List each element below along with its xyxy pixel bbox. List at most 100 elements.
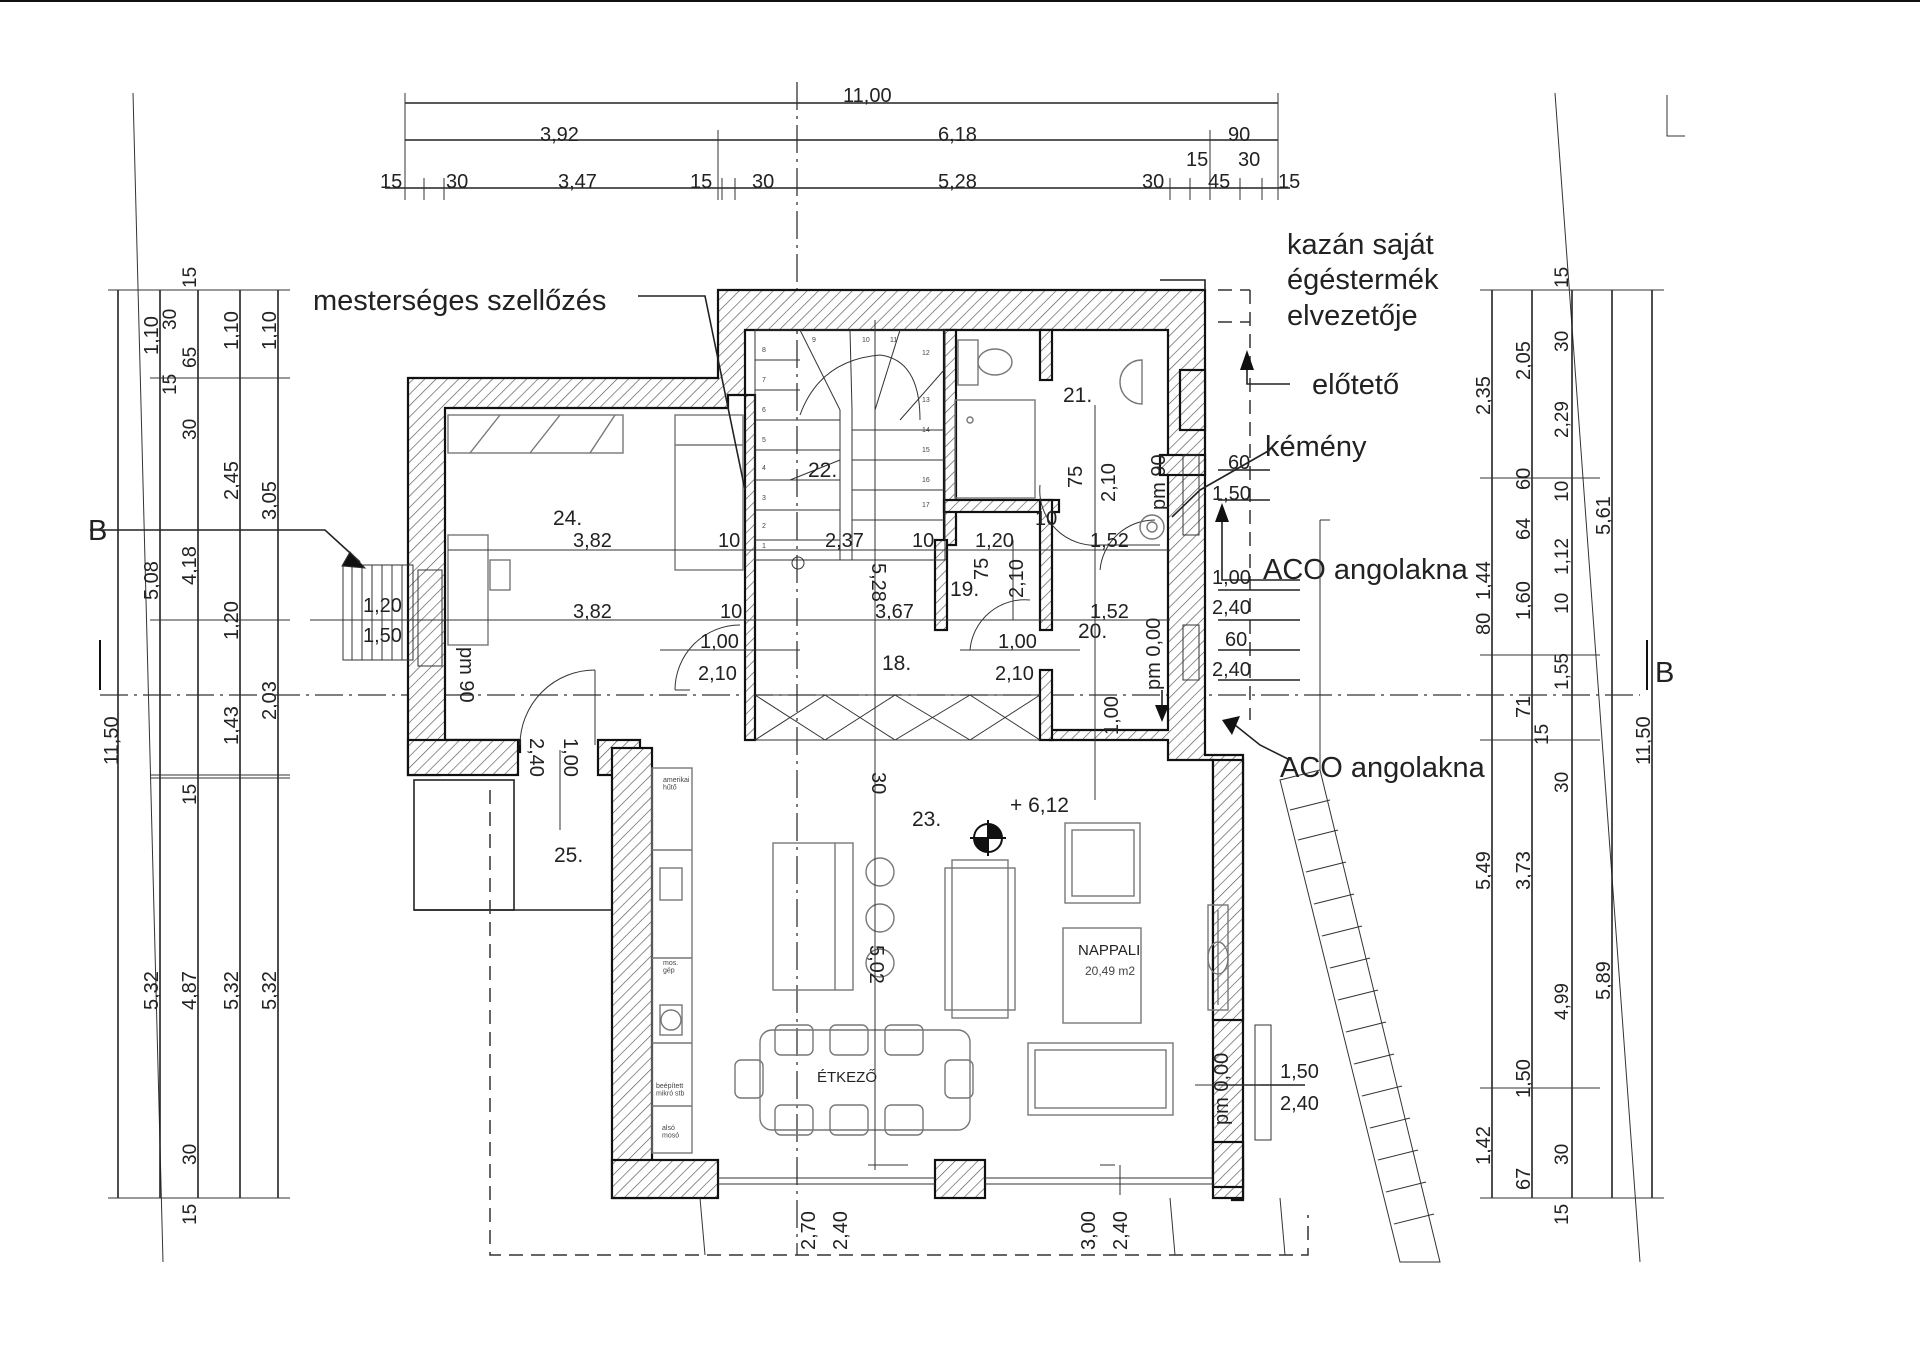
dim-r3-9: 15: [1186, 149, 1208, 171]
axis-label-left: B: [88, 515, 107, 547]
svg-text:pm 90: pm 90: [455, 647, 477, 703]
kitchen-label-2: mos.gép: [663, 960, 678, 975]
svg-text:60: 60: [1225, 629, 1247, 651]
ventilation-leader: [638, 295, 746, 491]
dim-left-2c: 4,87: [179, 971, 201, 1010]
dim-left-2b: 4,18: [179, 546, 201, 585]
dim-right-2f: 3,73: [1513, 851, 1535, 890]
dim-left-5b: 3,05: [259, 481, 281, 520]
svg-text:2,10: 2,10: [698, 663, 737, 685]
dim-right-1d: 5,49: [1473, 851, 1495, 890]
svg-text:10: 10: [912, 530, 934, 552]
svg-text:5,02: 5,02: [865, 945, 887, 984]
dim-r3-1: 30: [446, 171, 468, 193]
svg-text:2,10: 2,10: [1098, 463, 1120, 502]
dim-left-4d: 1,43: [221, 706, 243, 745]
dim-left-1b: 11,50: [101, 716, 123, 765]
dim-top-total: 11,00: [843, 85, 892, 107]
dim-right-2e: 71: [1513, 696, 1535, 718]
svg-text:2,40: 2,40: [830, 1211, 852, 1250]
inner-dimensions: 3,82 10 2,37 10 1,20 10 1,52 3,82 10 3,6…: [310, 320, 1319, 1250]
dim-left-4a: 1,10: [221, 311, 243, 350]
room-18: 18.: [882, 652, 911, 675]
canopy-frame: [1155, 279, 1305, 1086]
dim-left-5a: 1,10: [259, 311, 281, 350]
left-dimension-chains: 5,08 11,50 5,32 1,10 4,18 4,87 15 30 65 …: [101, 267, 290, 1225]
dim-right-4c: 5,89: [1593, 961, 1615, 1000]
bedroom-furniture: [447, 414, 744, 646]
dim-top-a: 3,92: [540, 124, 579, 146]
dim-top-c: 90: [1228, 124, 1250, 146]
dim-left-5c: 2,03: [259, 681, 281, 720]
dim-left-3a: 15: [180, 267, 201, 288]
room-22: 22.: [808, 459, 837, 482]
svg-text:75: 75: [971, 558, 993, 580]
dim-left-3e: 30: [180, 419, 201, 440]
svg-text:3,82: 3,82: [573, 601, 612, 623]
dim-r3-7: 45: [1208, 171, 1230, 193]
dim-r3-2: 3,47: [558, 171, 597, 193]
svg-text:5,28: 5,28: [867, 563, 889, 602]
stair-step-numbers: 1 2 3 4 5 6 7 8 9 10 11 12 13 14 15 16 1…: [762, 337, 930, 550]
dim-left-5d: 5,32: [259, 971, 281, 1010]
svg-text:30: 30: [867, 772, 889, 794]
dim-right-3e: 1,12: [1552, 538, 1573, 575]
svg-text:10: 10: [718, 530, 740, 552]
corner-mark: [1666, 95, 1685, 137]
room-21: 21.: [1063, 384, 1092, 407]
site-line-right: [1554, 92, 1641, 1263]
annotation-ventilation: mesterséges szellőzés: [313, 285, 606, 317]
annotation-chimney: kémény: [1265, 431, 1367, 463]
svg-text:pm 0,00: pm 0,00: [1211, 1053, 1233, 1125]
dim-r3-4: 30: [752, 171, 774, 193]
svg-text:16: 16: [922, 477, 930, 484]
dim-right-3b: 30: [1552, 331, 1573, 352]
annotation-aco-1: ACO angolakna: [1263, 554, 1469, 586]
living-furniture: [651, 767, 1229, 1154]
svg-text:1,00: 1,00: [700, 631, 739, 653]
dim-right-4b: 11,50: [1633, 716, 1655, 765]
room-living-name: NAPPALI: [1078, 942, 1140, 959]
dim-right-3a: 15: [1552, 267, 1573, 288]
room-dining-name: ÉTKEZŐ: [817, 1069, 877, 1086]
svg-text:1,20: 1,20: [975, 530, 1014, 552]
svg-text:3: 3: [762, 495, 766, 502]
svg-text:1,52: 1,52: [1090, 601, 1129, 623]
svg-text:1,50: 1,50: [363, 625, 402, 647]
axis-label-b: B: [1655, 657, 1674, 689]
annotation-flue-2: égéstermék: [1287, 264, 1439, 296]
svg-text:10: 10: [1035, 508, 1057, 530]
svg-text:1,50: 1,50: [1280, 1061, 1319, 1083]
dim-right-4a: 5,61: [1593, 496, 1615, 535]
dim-left-4e: 5,32: [221, 971, 243, 1010]
svg-text:5: 5: [762, 437, 766, 444]
dim-left-3d: 15: [160, 374, 181, 395]
svg-text:1,52: 1,52: [1090, 530, 1129, 552]
dim-right-2h: 67: [1513, 1168, 1535, 1190]
dim-left-3h: 15: [180, 1204, 201, 1225]
svg-text:1,00: 1,00: [998, 631, 1037, 653]
svg-text:9: 9: [812, 337, 816, 344]
dim-right-3l: 15: [1552, 1204, 1573, 1225]
svg-text:8: 8: [762, 347, 766, 354]
svg-text:6: 6: [762, 407, 766, 414]
svg-text:2,40: 2,40: [1212, 659, 1251, 681]
dim-right-1b: 1,44: [1473, 561, 1495, 600]
dim-r3-6: 30: [1142, 171, 1164, 193]
room-living-area: 20,49 m2: [1085, 964, 1135, 978]
dim-r3-10: 30: [1238, 149, 1260, 171]
svg-text:1: 1: [762, 543, 766, 550]
svg-text:2,37: 2,37: [825, 530, 864, 552]
level-mark: + 6,12: [1010, 794, 1069, 817]
dim-right-2a: 2,05: [1513, 341, 1535, 380]
dim-left-1c: 5,32: [141, 971, 163, 1010]
bathroom-fixtures: [954, 339, 1165, 540]
site-line-left: [132, 92, 164, 1263]
dim-right-2g: 1,50: [1513, 1059, 1535, 1098]
annotation-aco-2: ACO angolakna: [1280, 752, 1486, 784]
svg-text:3,67: 3,67: [875, 601, 914, 623]
